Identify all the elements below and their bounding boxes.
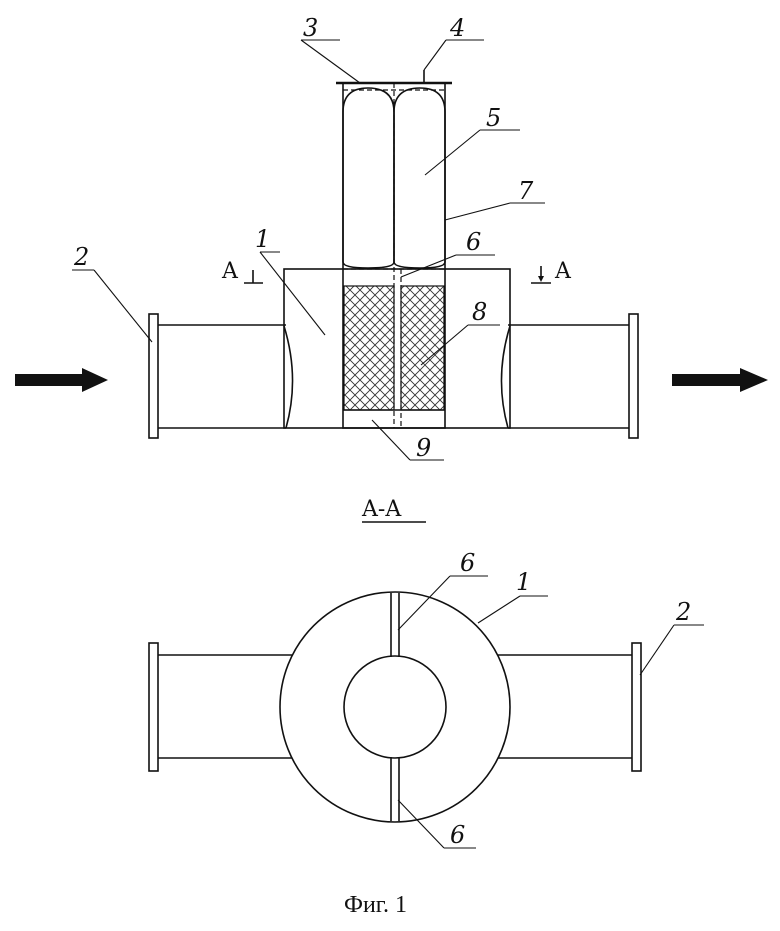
- section-mark-left: A: [221, 259, 263, 284]
- label-2-top: 2: [73, 243, 89, 271]
- section-mark-right: A: [531, 259, 572, 284]
- label-8: 8: [472, 298, 487, 326]
- label-2-bottom: 2: [675, 598, 691, 626]
- figure-caption: Фиг. 1: [344, 892, 407, 918]
- label-4: 4: [449, 14, 465, 42]
- label-1-top: 1: [255, 225, 270, 253]
- label-9: 9: [416, 434, 431, 462]
- label-6-bottom-b: 6: [450, 821, 465, 849]
- label-6-bottom-a: 6: [460, 549, 475, 577]
- filter-cartridge: [336, 70, 452, 428]
- label-7: 7: [518, 177, 534, 205]
- section-title-text: A-A: [361, 497, 402, 522]
- section-right-label: A: [554, 259, 572, 284]
- section-left-label: A: [221, 259, 239, 284]
- section-view: 6 1 2 6: [149, 549, 704, 849]
- label-3: 3: [303, 14, 318, 42]
- leaders-top: 3 4 5 7 6 8 1: [72, 14, 545, 462]
- housing: [284, 269, 510, 428]
- outlet-arrow-icon: [672, 368, 768, 392]
- label-5: 5: [486, 104, 501, 132]
- section-title: A-A: [361, 497, 426, 522]
- right-pipe: [508, 314, 638, 438]
- inlet-arrow-icon: [15, 368, 108, 392]
- front-view: A A 3 4 5 7: [15, 14, 768, 462]
- label-1-bottom: 1: [516, 568, 531, 596]
- label-6-top: 6: [466, 228, 481, 256]
- left-pipe: [149, 314, 286, 438]
